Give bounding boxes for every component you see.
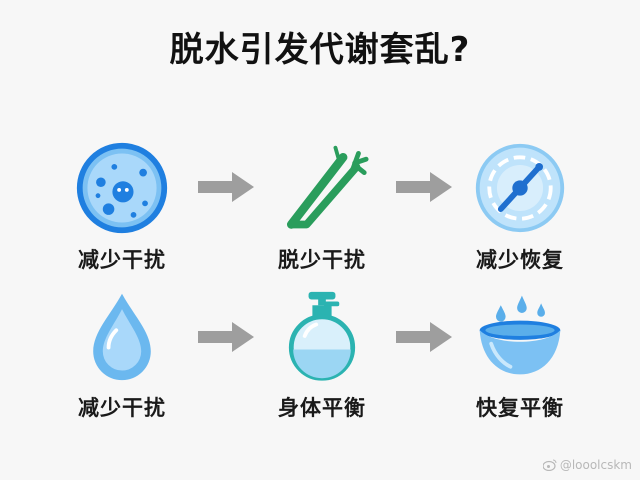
- step-cell-6: 快复平衡: [450, 288, 590, 422]
- step-cell-3: 减少恢复: [450, 140, 590, 274]
- compass-disc-icon: [475, 143, 565, 233]
- water-bowl-icon: [479, 295, 561, 375]
- step-cell-2: 脱少干扰: [252, 140, 392, 274]
- cell-icon: [76, 142, 168, 234]
- step-label: 快复平衡: [476, 396, 564, 420]
- page-title: 脱水引发代谢套乱?: [169, 30, 471, 70]
- arrow-right-icon: [198, 322, 254, 352]
- step-cell-4: 减少干扰: [52, 288, 192, 422]
- flask-valve-icon: [288, 291, 356, 381]
- plant-stem-icon: [286, 145, 369, 229]
- water-drop-icon: [93, 293, 151, 381]
- arrow-right-icon: [396, 322, 452, 352]
- arrow-right-icon: [396, 172, 452, 202]
- step-label: 脱少干扰: [278, 248, 366, 272]
- arrow-right-icon: [198, 172, 254, 202]
- step-cell-5: 身体平衡: [252, 288, 392, 422]
- step-label: 减少干扰: [78, 396, 166, 420]
- watermark-text: @looolcskm: [559, 458, 632, 472]
- step-label: 减少恢复: [476, 248, 564, 272]
- weibo-icon: [542, 459, 557, 471]
- step-label: 身体平衡: [278, 396, 366, 420]
- step-label: 减少干扰: [78, 248, 166, 272]
- watermark: @looolcskm: [542, 458, 632, 472]
- step-cell-1: 减少干扰: [52, 140, 192, 274]
